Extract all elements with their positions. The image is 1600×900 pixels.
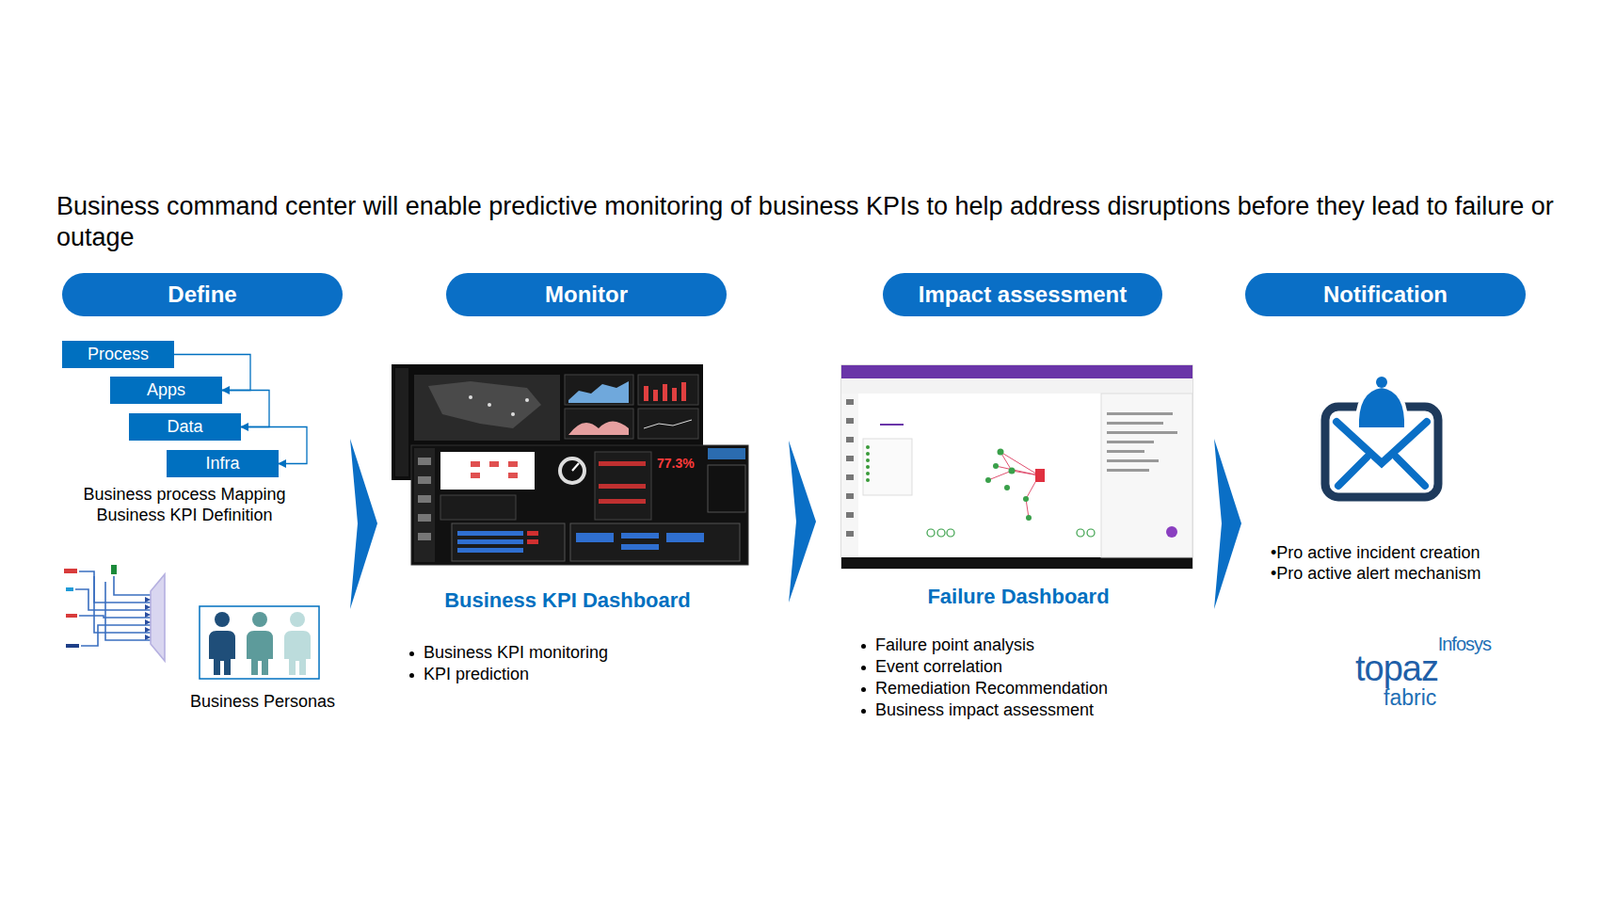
layer-box: Infra: [166, 449, 279, 478]
stage-header: Monitor: [446, 272, 727, 317]
bullet-dot: [861, 665, 866, 671]
layer-box: Apps: [110, 376, 223, 404]
chevron: [350, 438, 378, 609]
bullet-dot: [409, 651, 415, 656]
failure-dashboard-screenshot: [841, 365, 1193, 569]
bullet-dot: [861, 687, 866, 692]
box-label: Process: [87, 344, 149, 365]
header-text: Notification: [1323, 281, 1448, 308]
bullet-item: Event correlation: [875, 656, 1196, 678]
bullet-item: •Pro active incident creation: [1270, 543, 1572, 564]
caption-text: Business Personas: [168, 691, 357, 713]
stage-header: Notification: [1245, 272, 1526, 317]
systems-flow-icon: [64, 564, 165, 661]
chevron: [788, 440, 816, 603]
logo-text: topaz: [1355, 647, 1488, 691]
header-text: Define: [167, 281, 237, 308]
bullet-item: Failure point analysis: [875, 635, 1196, 656]
dashboard-metric: 77.3%: [656, 455, 714, 472]
bullet-dot: [861, 643, 866, 649]
box-label: Data: [166, 416, 203, 437]
dashboard-title: Failure Dashboard: [867, 584, 1169, 609]
kpi-dashboard-screenshot: [391, 364, 749, 565]
bullet-item: •Pro active alert mechanism: [1270, 563, 1572, 585]
bullet-item: Remediation Recommendation: [875, 678, 1196, 700]
stage-header: Impact assessment: [882, 272, 1163, 317]
bullet-dot: [861, 708, 866, 714]
logo-text: fabric: [1383, 685, 1497, 712]
header-text: Impact assessment: [918, 281, 1127, 308]
bullet-item: KPI prediction: [423, 664, 725, 686]
layer-box: Process: [62, 340, 175, 368]
chevron: [1214, 438, 1242, 609]
notification-icon: [1325, 376, 1439, 497]
header-text: Monitor: [544, 281, 628, 308]
caption-text: Business process Mapping Business KPI De…: [66, 484, 303, 526]
dashboard-title: Business KPI Dashboard: [398, 588, 737, 613]
stage-header: Define: [62, 272, 343, 317]
bullet-dot: [409, 672, 415, 678]
bullet-item: Business KPI monitoring: [423, 642, 725, 664]
page-title: Business command center will enable pred…: [56, 191, 1563, 254]
personas-icon: [199, 606, 320, 679]
box-label: Infra: [205, 453, 240, 474]
layer-box: Data: [128, 413, 241, 441]
box-label: Apps: [146, 380, 186, 400]
bullet-item: Business impact assessment: [875, 700, 1196, 721]
